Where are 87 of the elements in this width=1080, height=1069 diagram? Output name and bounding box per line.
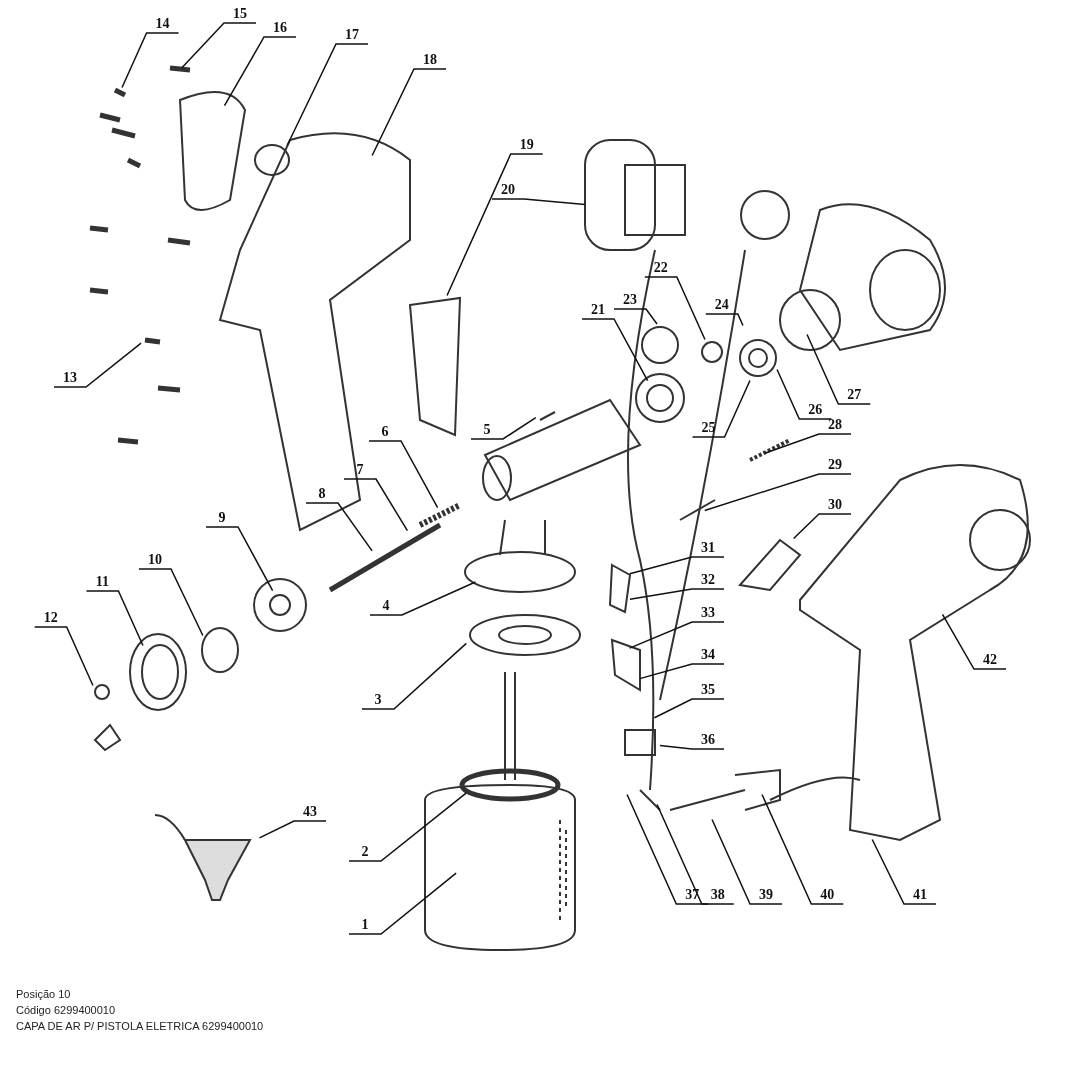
leader-line: [639, 663, 725, 680]
callout-number: 3: [374, 693, 382, 707]
leader-line: [369, 581, 477, 616]
leader-line: [348, 872, 457, 935]
leader-line: [258, 820, 327, 839]
leader-line: [470, 416, 537, 440]
callout-number: 39: [759, 888, 774, 902]
leader-line: [223, 36, 297, 107]
leader-line: [121, 32, 180, 89]
callout-number: 14: [155, 17, 170, 31]
callout-number: 21: [591, 303, 605, 317]
leader-line: [305, 502, 373, 552]
leader-line: [343, 478, 409, 532]
callout-number: 1: [361, 918, 369, 932]
callout-number: 13: [63, 371, 77, 385]
leader-line: [691, 379, 751, 438]
leader-line: [871, 838, 937, 905]
leader-line: [761, 793, 845, 905]
callout-number: 17: [345, 28, 359, 42]
leader-line: [704, 473, 852, 512]
leader-line: [180, 22, 257, 70]
leader-line: [629, 588, 725, 600]
callout-number: 18: [423, 53, 437, 67]
callout-number: 42: [983, 653, 997, 667]
callout-number: 10: [148, 553, 162, 567]
callout-number: 19: [519, 138, 534, 152]
callout-number: 12: [43, 611, 58, 625]
leader-line: [653, 698, 725, 719]
callout-number: 11: [95, 575, 110, 589]
callout-number: 32: [701, 573, 715, 587]
leader-line: [205, 526, 274, 592]
callout-number: 22: [653, 261, 668, 275]
callout-number: 5: [483, 423, 491, 437]
callout-number: 6: [381, 425, 389, 439]
leader-line: [286, 43, 369, 147]
callout-number: 2: [361, 845, 369, 859]
leader-line: [85, 590, 144, 647]
caption-note: CAPA DE AR P/ PISTOLA ELETRICA 6299400010: [16, 1020, 264, 1032]
callout-number: 34: [701, 648, 715, 662]
leader-line: [613, 308, 658, 325]
caption-note: Posição 10: [16, 988, 71, 1000]
callout-number: 41: [913, 888, 927, 902]
leader-line: [371, 68, 447, 157]
caption-note: Código 6299400010: [16, 1004, 116, 1016]
callout-number: 43: [303, 805, 317, 819]
leader-line: [644, 276, 706, 341]
callout-number: 9: [218, 511, 226, 525]
callout-number: 38: [710, 888, 725, 902]
callout-number: 31: [701, 541, 715, 555]
callout-number: 23: [623, 293, 637, 307]
leader-line: [792, 513, 852, 540]
callout-number: 35: [701, 683, 715, 697]
leader-line: [33, 626, 94, 687]
leader-line: [763, 433, 852, 455]
leader-line: [711, 818, 783, 905]
callout-number: 28: [828, 418, 842, 432]
leader-line: [776, 368, 833, 420]
callout-number: 27: [847, 388, 862, 402]
leader-line: [581, 318, 649, 382]
callout-number: 15: [233, 7, 247, 21]
callout-number: 8: [318, 487, 326, 501]
callout-number: 24: [714, 298, 729, 312]
callout-number: 20: [501, 183, 515, 197]
leader-line: [806, 333, 872, 405]
leader-line: [368, 440, 439, 509]
leader-line: [53, 342, 142, 388]
callout-number: 29: [828, 458, 842, 472]
leader-line: [138, 568, 204, 637]
callout-number: 33: [701, 606, 715, 620]
leader-line: [348, 792, 467, 862]
callout-number: 30: [828, 498, 842, 512]
callout-number: 37: [685, 888, 700, 902]
callout-number: 40: [820, 888, 835, 902]
leader-line: [705, 313, 744, 327]
callout-number: 36: [701, 733, 715, 747]
leader-line: [629, 556, 725, 575]
leader-line: [656, 803, 735, 905]
leader-line: [361, 642, 468, 710]
leader-line: [659, 744, 725, 750]
callout-number: 26: [808, 403, 823, 417]
leader-line: [941, 613, 1007, 670]
leader-line: [491, 198, 586, 206]
callout-number: 4: [382, 599, 390, 613]
leader-line: [628, 621, 725, 649]
callout-number: 16: [273, 21, 287, 35]
leader-line: [446, 153, 544, 297]
callout-number: 7: [356, 463, 364, 477]
